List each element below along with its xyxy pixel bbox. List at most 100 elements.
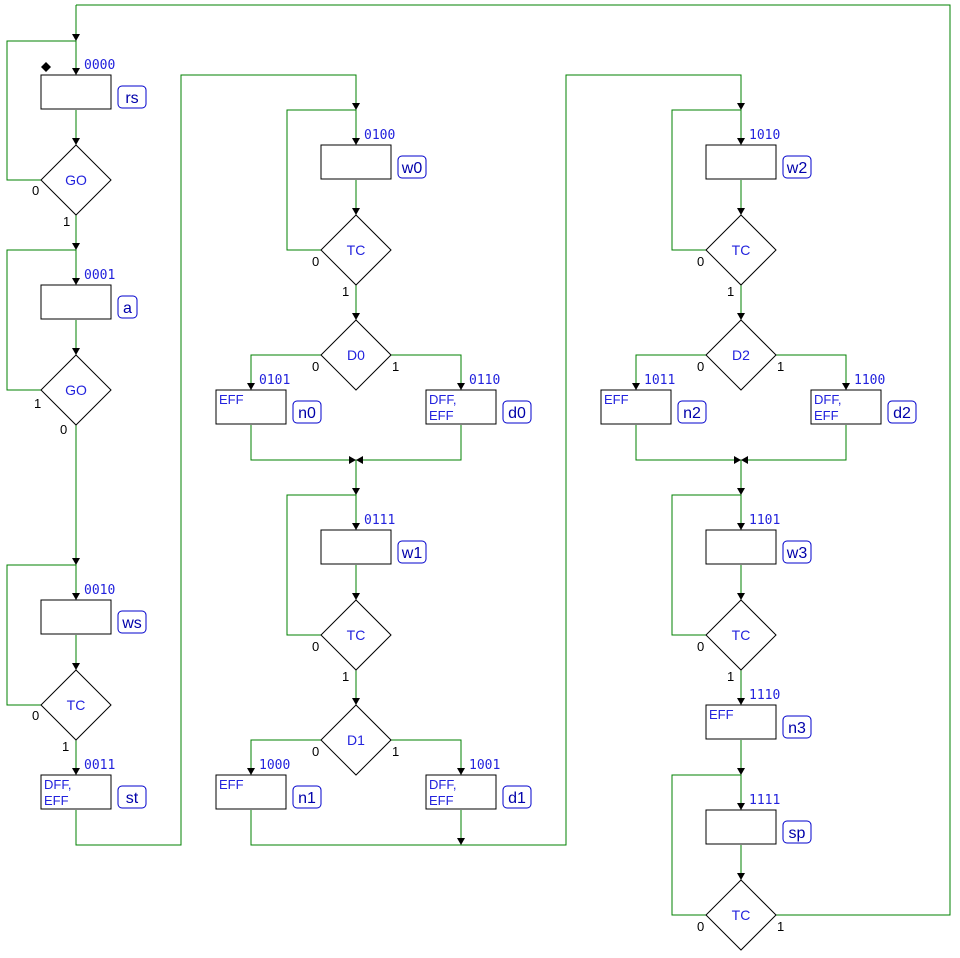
state-box	[600, 389, 672, 425]
state-code: 1010	[749, 128, 780, 143]
decision-bit-bottom: 1	[63, 214, 70, 229]
decision-bit-left: 0	[697, 919, 704, 934]
state-label-tag	[782, 820, 812, 844]
decision-bit-left: 1	[34, 396, 41, 411]
state-label-tag	[782, 155, 812, 179]
state-output: EFF	[814, 408, 839, 423]
state-label: a	[123, 300, 132, 317]
arrow-down-icon	[352, 138, 360, 145]
decision-bit-left: 0	[32, 708, 39, 723]
arrow-down-icon	[352, 313, 360, 320]
arrow-left-icon	[356, 456, 363, 464]
arrow-down-icon	[737, 313, 745, 320]
state-box	[40, 284, 112, 320]
state-code: 0000	[84, 58, 115, 73]
state-code: 0011	[84, 758, 115, 773]
state-label-tag	[117, 295, 138, 319]
decision-bit-left: 0	[312, 639, 319, 654]
state-label-tag	[502, 785, 532, 809]
wire	[356, 425, 462, 461]
decision-bit-bottom: 1	[342, 669, 349, 684]
arrow-right-icon	[734, 456, 741, 464]
arrow-down-icon	[72, 558, 80, 565]
decision-diamond	[320, 704, 392, 776]
state-output: EFF	[429, 408, 454, 423]
state-box	[40, 599, 112, 635]
state-box	[40, 774, 112, 810]
connection-wires	[6, 4, 951, 916]
state-label: n2	[683, 405, 701, 422]
state-w2: 1010 w2	[705, 128, 812, 180]
state-code: 1101	[749, 513, 780, 528]
state-box	[705, 809, 777, 845]
decision-bit-left: 0	[697, 639, 704, 654]
state-label: w2	[786, 160, 808, 177]
arrow-down-icon	[737, 523, 745, 530]
decision-bit-left: 0	[697, 254, 704, 269]
decision-condition: TC	[732, 627, 751, 643]
state-label-tag	[117, 610, 147, 634]
wire	[75, 74, 357, 846]
arrow-down-icon	[352, 698, 360, 705]
state-label: n3	[788, 720, 806, 737]
state-label: sp	[789, 825, 806, 842]
arrow-down-icon	[737, 208, 745, 215]
state-box	[320, 529, 392, 565]
decision-condition: TC	[347, 242, 366, 258]
arrow-down-icon	[72, 348, 80, 355]
decision-diamond	[320, 214, 392, 286]
state-label-tag	[782, 540, 812, 564]
state-code: 0100	[364, 128, 395, 143]
arrow-down-icon	[352, 103, 360, 110]
state-code: 1000	[259, 758, 290, 773]
decision-bit-right: 1	[392, 359, 399, 374]
state-box	[425, 774, 497, 810]
state-label-tag	[502, 400, 532, 424]
decision-bit-left: 0	[312, 744, 319, 759]
state-output: EFF	[219, 777, 244, 792]
arrow-down-icon	[247, 383, 255, 390]
arrow-right-icon	[349, 456, 356, 464]
decision-condition: D1	[347, 732, 365, 748]
arrow-down-icon	[457, 383, 465, 390]
arrow-down-icon	[842, 383, 850, 390]
state-label-tag	[397, 540, 427, 564]
decision-condition: D2	[732, 347, 750, 363]
state-label: st	[126, 790, 139, 807]
arrow-down-icon	[737, 768, 745, 775]
arrow-down-icon	[737, 138, 745, 145]
state-output: DFF,	[814, 392, 841, 407]
decision-diamond	[705, 599, 777, 671]
arrow-down-icon	[352, 208, 360, 215]
wire	[671, 774, 741, 916]
wire	[741, 425, 847, 461]
state-output: EFF	[709, 707, 734, 722]
arrow-down-icon	[457, 768, 465, 775]
decision-condition: GO	[65, 172, 87, 188]
state-output: EFF	[44, 793, 69, 808]
wire	[6, 40, 76, 181]
decision-diamond	[40, 669, 112, 741]
decision-bit-right: 1	[777, 919, 784, 934]
state-output: EFF	[604, 392, 629, 407]
state-label-tag	[782, 715, 812, 739]
arrow-down-icon	[72, 34, 80, 41]
state-label: w0	[401, 160, 423, 177]
decision-diamond	[320, 319, 392, 391]
